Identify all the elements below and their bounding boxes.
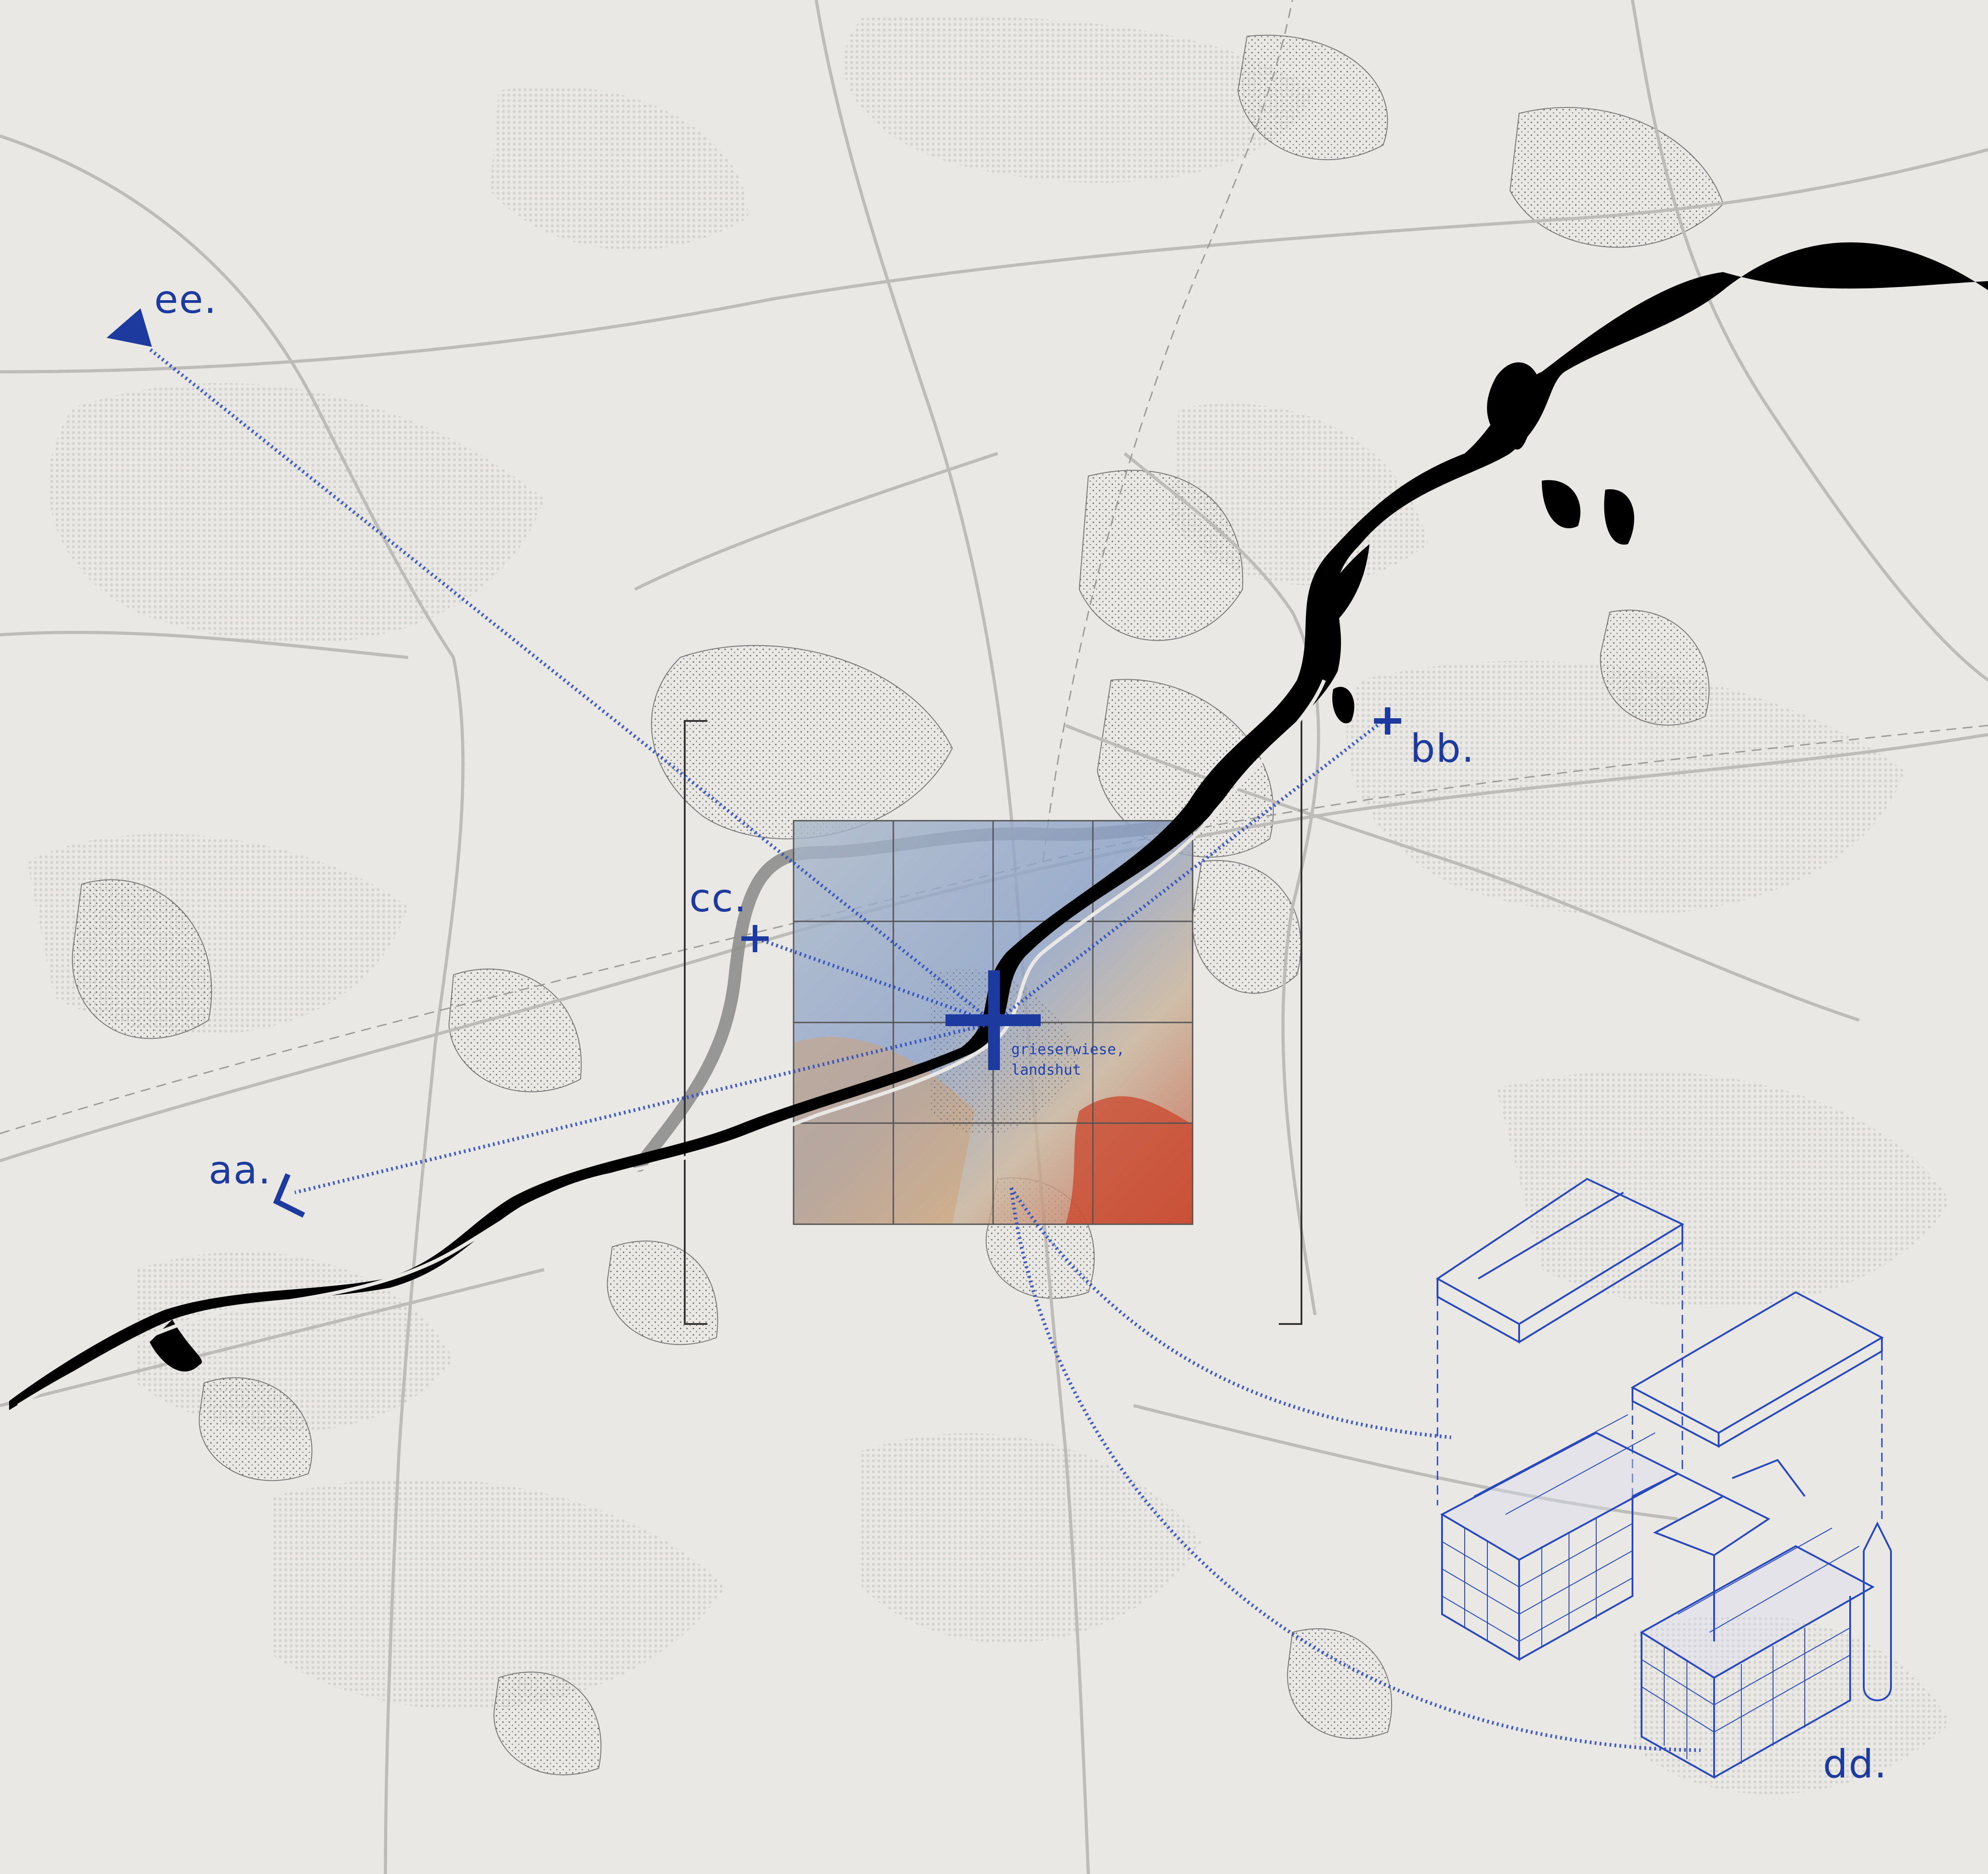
center-label-line1: grieserwiese, bbox=[1011, 1041, 1125, 1058]
bb-cross-marker bbox=[1374, 707, 1401, 735]
dd-label: dd. bbox=[1823, 1742, 1888, 1787]
sight-lines bbox=[148, 347, 1701, 1752]
settlement-areas bbox=[72, 34, 1724, 1776]
center-cross-marker bbox=[945, 970, 1041, 1070]
building-axonometric bbox=[1436, 1178, 1892, 1779]
ee-label: ee. bbox=[154, 277, 217, 322]
cc-cross-marker bbox=[741, 925, 769, 952]
cc-label: cc. bbox=[689, 876, 747, 921]
forest-areas bbox=[27, 16, 1950, 1794]
ee-triangle-marker bbox=[107, 308, 152, 347]
center-label-line2: landshut bbox=[1011, 1061, 1081, 1078]
river-channel-line bbox=[17, 679, 1326, 1407]
bb-label: bb. bbox=[1410, 726, 1475, 771]
aa-label: aa. bbox=[209, 1148, 272, 1193]
aa-angle-marker bbox=[273, 1173, 305, 1218]
